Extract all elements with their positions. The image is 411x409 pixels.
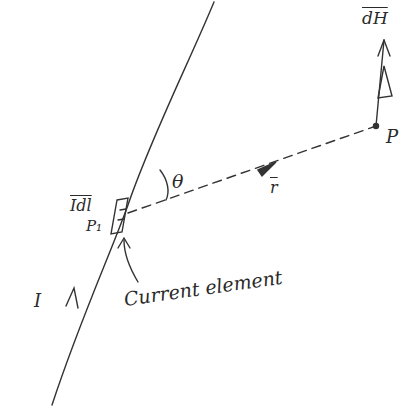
element-label: Idl — [70, 198, 92, 214]
angle-label: θ — [172, 172, 183, 191]
current-element — [111, 198, 128, 234]
point-label: P₁ — [86, 219, 102, 234]
position-vector — [128, 126, 376, 213]
dh-arrow-body — [378, 66, 392, 98]
dh-arrow-head — [378, 40, 390, 56]
current-arrow — [66, 288, 78, 308]
conductor-line — [52, 2, 214, 405]
note-label: Current element — [123, 268, 284, 309]
point-label: P — [386, 128, 398, 146]
current-label: I — [34, 292, 41, 310]
vector-label: dH — [362, 10, 388, 27]
vector-label: r — [270, 180, 278, 196]
element-hatch — [118, 209, 126, 220]
leader-line — [124, 240, 138, 282]
leader-head — [118, 238, 130, 248]
angle-arc — [160, 170, 168, 200]
dh-vector — [376, 40, 384, 126]
r-arrow — [258, 162, 276, 176]
